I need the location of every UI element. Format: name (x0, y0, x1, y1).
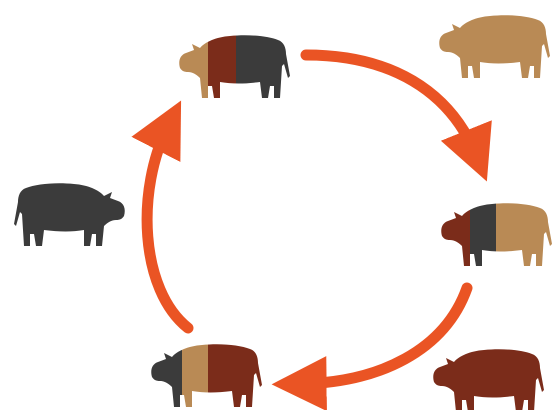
cow-segment (236, 35, 264, 99)
cow-top (179, 35, 290, 99)
cow-segment (208, 344, 236, 408)
cow-segment (236, 344, 262, 408)
cow-top-right-solid (439, 15, 550, 79)
cow-segment (441, 203, 470, 267)
cow-segment (526, 203, 552, 267)
cow-bottom-right-solid (433, 349, 544, 410)
cycle-arrows (131, 49, 492, 410)
cow-left-solid (14, 183, 125, 246)
cow-segment (470, 203, 496, 267)
cow-segment (179, 35, 208, 99)
cycle-arrow-top-to-right (300, 49, 492, 182)
cycle-arrow-bottom-to-left (131, 100, 194, 334)
cow-segment (151, 344, 182, 408)
cycle-arrow-right-to-bottom (271, 282, 473, 410)
cow-segment (182, 344, 208, 408)
cow-bottom (151, 344, 262, 408)
cow-right (441, 203, 552, 267)
cow-segment (496, 203, 526, 267)
cow-segment (208, 35, 236, 99)
cow-segment (264, 35, 290, 99)
